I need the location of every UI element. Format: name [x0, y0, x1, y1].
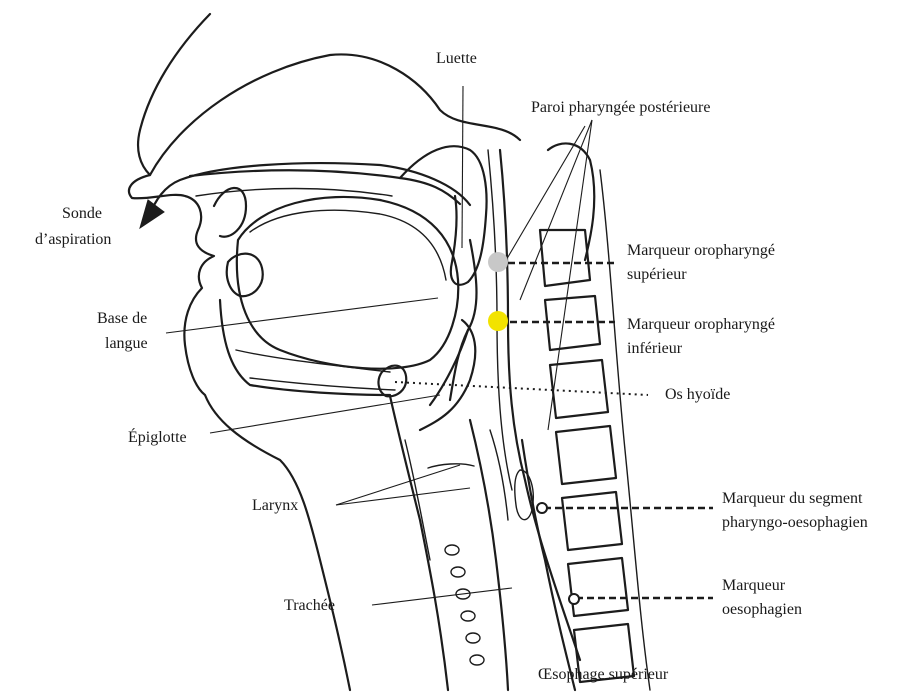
suction-probe-arrowhead: [140, 200, 164, 228]
cervical-spine: [540, 143, 650, 690]
label-marqueur-segment-line2: pharyngo-oesophagien: [722, 512, 868, 534]
leader-larynx-1: [336, 465, 460, 505]
hard-palate: [190, 170, 460, 204]
label-larynx: Larynx: [252, 495, 298, 517]
larynx-posterior: [470, 420, 508, 690]
leader-epiglotte: [210, 395, 440, 433]
leader-base-langue: [166, 298, 438, 333]
label-marqueur-oro-inf-line2: inférieur: [627, 338, 682, 360]
label-base-langue-line1: Base de: [97, 308, 147, 330]
label-luette: Luette: [436, 48, 477, 70]
leader-trachee: [372, 588, 512, 605]
marker-oro-sup: [488, 252, 508, 272]
label-oesophage: Œsophage supérieur: [538, 664, 668, 686]
pharynx-posterior-wall: [500, 150, 580, 660]
tracheal-rings: [445, 545, 484, 665]
label-paroi-pharyngee: Paroi pharyngée postérieure: [531, 97, 710, 119]
dotted-hyoide: [395, 382, 648, 395]
label-marqueur-oro-sup-line2: supérieur: [627, 264, 687, 286]
label-epiglotte: Épiglotte: [128, 427, 187, 449]
label-sonde-line2: d’aspiration: [35, 229, 111, 251]
leader-larynx-2: [336, 488, 470, 505]
label-marqueur-oeso-line1: Marqueur: [722, 575, 785, 597]
label-marqueur-segment-line1: Marqueur du segment: [722, 488, 862, 510]
leader-luette: [462, 86, 463, 248]
leader-paroi-3: [505, 126, 585, 262]
leader-paroi-2: [548, 120, 592, 430]
larynx-anterior: [390, 396, 448, 690]
skull-curve: [150, 54, 520, 175]
hyoid-bone: [379, 366, 407, 397]
label-marqueur-oeso-line2: oesophagien: [722, 599, 802, 621]
tongue-surface: [250, 210, 446, 280]
tongue: [237, 197, 458, 369]
floor-of-mouth: [236, 350, 395, 390]
marker-oeso: [569, 594, 579, 604]
label-sonde-line1: Sonde: [62, 203, 102, 225]
head-profile-outline: [129, 14, 350, 690]
label-trachee: Trachée: [284, 595, 335, 617]
label-os-hyoide: Os hyoïde: [665, 384, 730, 406]
marker-oro-inf: [488, 311, 508, 331]
label-marqueur-oro-sup-line1: Marqueur oropharyngé: [627, 240, 775, 262]
label-base-langue-line2: langue: [105, 333, 148, 355]
marker-segment: [537, 503, 547, 513]
leader-paroi-1: [520, 120, 592, 300]
label-marqueur-oro-inf-line1: Marqueur oropharyngé: [627, 314, 775, 336]
